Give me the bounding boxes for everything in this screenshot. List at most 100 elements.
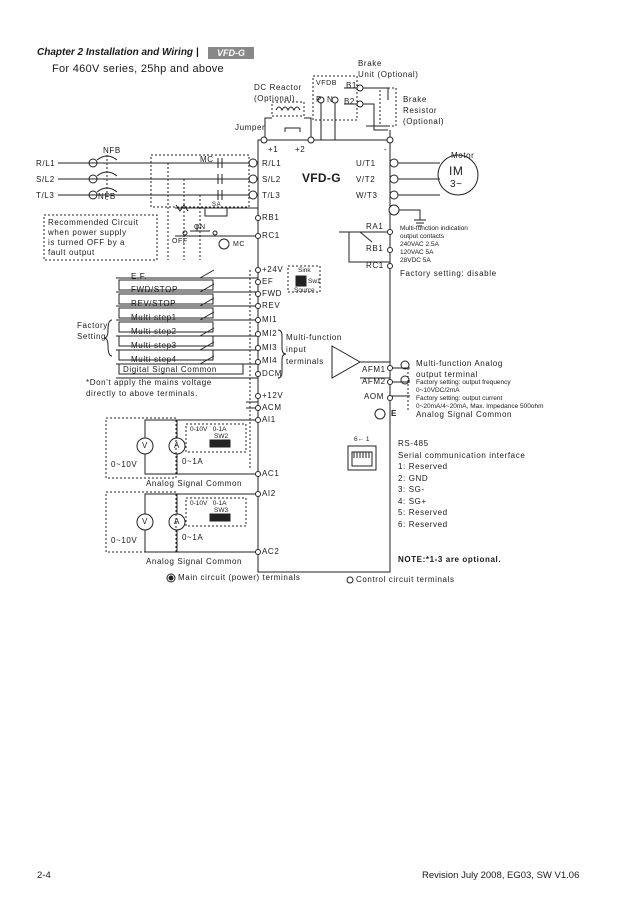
dc-reactor-box: [271, 101, 305, 117]
sw3-label: SW3: [214, 507, 229, 514]
mi3-terminal: MI3: [262, 343, 278, 352]
dcm-terminal: DCM: [262, 369, 283, 378]
r-l1-input-label: R/L1: [36, 159, 56, 168]
sink-label: Sink: [298, 267, 311, 274]
sw3-box: [185, 497, 247, 527]
v-t2-terminal: V/T2: [356, 175, 376, 184]
mi4-terminal: MI4: [262, 356, 278, 365]
multi-step3-label: Multi-step3: [131, 341, 177, 350]
ai2-terminal: AI2: [262, 489, 276, 498]
nfb-top-label: NFB: [103, 146, 121, 155]
vfd-body: [257, 139, 391, 573]
minus-label: -: [384, 145, 388, 154]
motor-symbol: [437, 154, 479, 196]
analog-signal-common-1: Analog Signal Common: [146, 479, 243, 488]
n-label: N: [327, 95, 334, 104]
analog-signal-common-2: Analog Signal Common: [146, 557, 243, 566]
jumper-label: Jumper: [235, 123, 266, 132]
motor-label: Motor: [451, 151, 475, 160]
digital-signal-common-label: Digital Signal Common: [123, 365, 217, 374]
v-range-2-label: 0~10V: [111, 536, 138, 545]
page-subtitle: For 460V series, 25hp and above: [52, 63, 224, 75]
dc-reactor-label: DC Reactor (Optional): [254, 83, 302, 103]
page-number: 2-4: [37, 870, 51, 881]
fwd-terminal: FWD: [262, 289, 283, 298]
main-circuit-legend: Main circuit (power) terminals: [178, 573, 301, 582]
ef-terminal: EF: [262, 277, 274, 286]
mc-label: MC: [200, 155, 214, 164]
a-range-1-label: 0~1A: [182, 457, 204, 466]
im-label: IM: [449, 164, 464, 178]
rs485-description: RS-485 Serial communication interface 1:…: [398, 439, 526, 529]
multi-step2-label: Multi-step2: [131, 327, 177, 336]
vfd-g-logo: VFD-G: [208, 47, 254, 59]
rs485-jack-label: 6← 1: [354, 436, 370, 443]
mi2-terminal: MI2: [262, 329, 278, 338]
analog-output-title: Multi-function Analog output terminal: [416, 359, 503, 379]
sw3-range-label: 0-10V 0-1A: [190, 500, 227, 507]
vfd-title: VFD-G: [302, 171, 341, 185]
plus1-label: +1: [268, 145, 279, 154]
on-label: ON: [194, 224, 206, 231]
factory-setting-label: Factory Setting: [77, 321, 108, 341]
ra1-terminal: RA1: [366, 222, 384, 231]
multi-step4-label: Multi-step4: [131, 355, 177, 364]
source-label: Source: [294, 287, 315, 294]
afm2-terminal: AFM2: [362, 377, 386, 386]
chapter-header: Chapter 2 Installation and Wiring |: [37, 47, 199, 58]
plus2-label: +2: [295, 145, 306, 154]
analog-output-spec: Factory setting: output frequency 0~10VD…: [416, 379, 544, 410]
rev-terminal: REV: [262, 301, 281, 310]
brake-resistor-label: Brake Resistor (Optional): [403, 95, 445, 126]
s-l2-input-label: S/L2: [36, 175, 55, 184]
p-label: P: [316, 95, 322, 104]
brake-unit-label: Brake Unit (Optional): [358, 59, 419, 79]
rev-switch-label: REV/STOP: [131, 299, 177, 308]
a-meter-2-label: A: [174, 517, 180, 526]
rc1-right-terminal: RC1: [366, 261, 384, 270]
mi1-terminal: MI1: [262, 315, 278, 324]
rb1-right-terminal: RB1: [366, 244, 384, 253]
optional-note: NOTE:*1-3 are optional.: [398, 555, 502, 564]
sa-label: SA: [212, 202, 222, 208]
sw2-label: SW2: [214, 433, 229, 440]
vfdb-label: VFDB: [316, 80, 338, 87]
aom-terminal: AOM: [364, 392, 385, 401]
earth-terminal: E: [391, 409, 397, 418]
analog-output-common: Analog Signal Common: [416, 410, 513, 419]
mains-voltage-warning: *Don't apply the mains voltage directly …: [86, 378, 212, 398]
relay-spec: Multi-function indication output contact…: [400, 225, 468, 264]
ai1-terminal: AI1: [262, 415, 276, 424]
fwd-switch-label: FWD/STOP: [131, 285, 178, 294]
r-l1-terminal: R/L1: [262, 159, 282, 168]
multi-function-input-label: Multi-function input terminals: [286, 333, 342, 366]
ac1-terminal: AC1: [262, 469, 280, 478]
rc1-left-terminal: RC1: [262, 231, 280, 240]
recommended-circuit-note: Recommended Circuit when power supply is…: [48, 218, 139, 257]
sw2-range-label: 0-10V 0-1A: [190, 426, 227, 433]
acm-terminal: ACM: [262, 403, 282, 412]
w-t3-terminal: W/T3: [356, 191, 378, 200]
v-meter-1-label: V: [142, 441, 148, 450]
plus24v-terminal: +24V: [262, 265, 284, 274]
u-t1-terminal: U/T1: [356, 159, 376, 168]
a-range-2-label: 0~1A: [182, 533, 204, 542]
sw1-label: Sw1: [308, 278, 321, 285]
sw1-box: [287, 265, 321, 293]
b2-label: B2: [344, 97, 355, 106]
nfb-bottom-label: NFB: [98, 192, 116, 201]
off-label: OFF: [172, 238, 188, 245]
plus12v-terminal: +12V: [262, 391, 284, 400]
revision-note: Revision July 2008, EG03, SW V1.06: [422, 870, 580, 881]
sw2-box: [185, 423, 247, 453]
t-l3-terminal: T/L3: [262, 191, 281, 200]
b1-label: B1: [346, 81, 357, 90]
s-l2-terminal: S/L2: [262, 175, 281, 184]
rs485-jack: [347, 445, 377, 471]
recommended-mc-label: MC: [233, 241, 246, 248]
multi-step1-label: Multi-step1: [131, 313, 177, 322]
v-range-1-label: 0~10V: [111, 460, 138, 469]
t-l3-input-label: T/L3: [36, 191, 55, 200]
relay-default: Factory setting: disable: [400, 269, 497, 278]
